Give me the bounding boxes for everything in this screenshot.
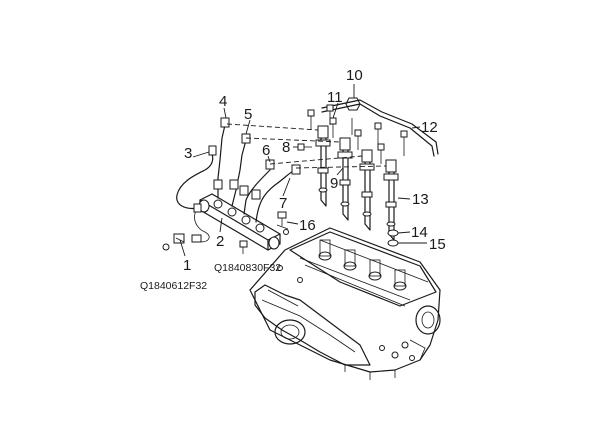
callout-9: 9 bbox=[330, 175, 338, 192]
callout-14: 14 bbox=[411, 224, 428, 241]
bolt-q1840830 bbox=[239, 240, 248, 254]
callout-2: 2 bbox=[216, 233, 224, 250]
figure-codes: Q1840612F32 Q1840830F32 bbox=[140, 262, 281, 292]
callout-4: 4 bbox=[219, 93, 227, 110]
high-pressure-pipe-3 bbox=[176, 145, 217, 213]
common-rail bbox=[191, 193, 281, 251]
figure-code-left: Q1840612F32 bbox=[140, 280, 207, 292]
callout-labels: 1 2 3 4 5 6 7 8 9 10 11 12 13 14 15 16 bbox=[183, 67, 446, 274]
injector bbox=[337, 137, 353, 221]
cylinder-head-assembly bbox=[249, 227, 441, 380]
injectors bbox=[315, 125, 399, 241]
callout-13: 13 bbox=[412, 191, 429, 208]
injector bbox=[383, 159, 399, 241]
return-line-12 bbox=[321, 99, 439, 157]
callout-6: 6 bbox=[262, 142, 270, 159]
injector-wells bbox=[318, 239, 407, 291]
injector bbox=[315, 125, 331, 207]
high-pressure-pipe-6 bbox=[239, 159, 275, 215]
high-pressure-pipe-4 bbox=[213, 117, 230, 199]
callout-8: 8 bbox=[282, 139, 290, 156]
callout-16: 16 bbox=[299, 217, 316, 234]
callout-3: 3 bbox=[184, 145, 192, 162]
callout-10: 10 bbox=[346, 67, 363, 84]
clamp-bolts bbox=[307, 109, 385, 164]
high-pressure-pipe-7 bbox=[251, 164, 301, 223]
callout-5: 5 bbox=[244, 106, 252, 123]
bolt-item-1 bbox=[162, 233, 185, 251]
injector bbox=[359, 149, 375, 231]
callout-7: 7 bbox=[279, 195, 287, 212]
callout-12: 12 bbox=[421, 119, 438, 136]
callout-11: 11 bbox=[327, 89, 343, 106]
callout-1: 1 bbox=[183, 257, 191, 274]
bolt-item-16 bbox=[276, 211, 289, 235]
figure-code-center: Q1840830F32 bbox=[214, 262, 281, 274]
alignment-lines bbox=[226, 123, 387, 169]
seal-washers bbox=[387, 229, 399, 247]
bolt-item-8 bbox=[297, 143, 312, 151]
leader-lines bbox=[179, 84, 427, 257]
callout-15: 15 bbox=[429, 236, 446, 253]
